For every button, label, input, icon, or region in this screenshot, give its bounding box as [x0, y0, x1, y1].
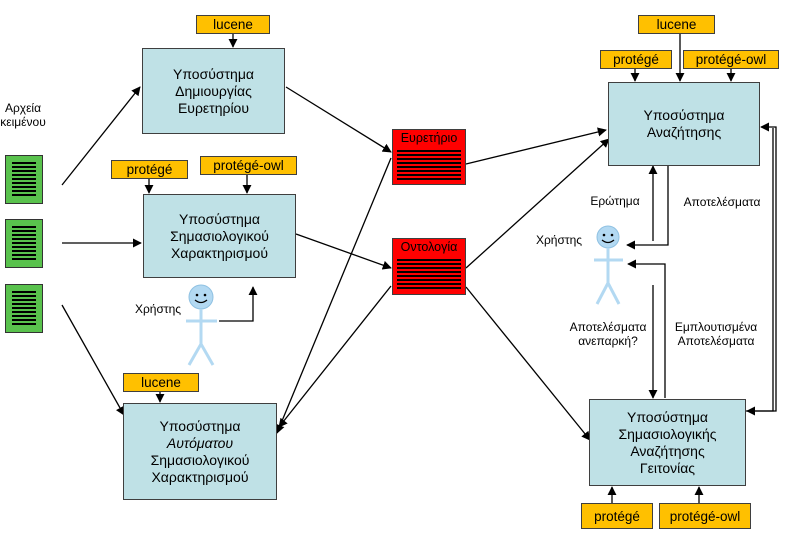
- index-creation-subsystem: Υποσύστημα Δημιουργίας Ευρετηρίου: [142, 48, 285, 134]
- tag-protege-neighborhood: protégé: [581, 503, 653, 529]
- arrow-semantic-to-ontology: [295, 233, 392, 270]
- user-label-right: Χρήστης: [535, 233, 583, 247]
- arrow-index-creation-to-index: [285, 86, 392, 153]
- index-store: Ευρετήριο: [392, 129, 466, 185]
- tag-lucene-search: lucene: [638, 15, 715, 34]
- arrow-results-to-user: [626, 166, 669, 250]
- arrow-neighborhood-to-search: [746, 122, 777, 412]
- tag-lucene-index-creation: lucene: [196, 15, 270, 34]
- ontology-store: Οντολογία: [392, 238, 466, 295]
- text-document-icon: [5, 219, 43, 268]
- query-label: Ερώτημα: [590, 194, 640, 208]
- text-document-icon: [5, 155, 43, 204]
- arrow-index-to-auto-semantic: [275, 157, 392, 434]
- tag-protege-semantic: protégé: [111, 160, 188, 179]
- tag-protegeowl-neighborhood: protégé-owl: [659, 503, 751, 529]
- input-documents-label: Αρχεία κειμένου: [0, 101, 46, 129]
- tag-protege-search: protégé: [600, 50, 672, 69]
- enriched-results-label: Εμπλουτισμένα Αποτελέσματα: [674, 320, 758, 348]
- user-label-left: Χρήστης: [134, 302, 182, 316]
- text-document-icon: [5, 284, 43, 333]
- input-documents-label-line2: κειμένου: [0, 115, 46, 129]
- arrow-search-to-neighborhood: [746, 128, 774, 416]
- arrow-ontology-to-search: [465, 138, 610, 269]
- arrow-index-to-search: [465, 127, 607, 165]
- search-subsystem: Υποσύστημα Αναζήτησης: [608, 82, 760, 166]
- tag-lucene-auto-semantic: lucene: [123, 373, 199, 392]
- user-stick-figure-left: [186, 284, 217, 366]
- ontology-store-label: Οντολογία: [400, 240, 458, 254]
- tag-protegeowl-semantic: protégé-owl: [200, 156, 297, 175]
- arrow-docs-to-index-creation: [61, 86, 141, 186]
- tag-protegeowl-search: protégé-owl: [683, 50, 779, 69]
- arrow-docs-to-auto-semantic: [61, 304, 125, 416]
- index-store-label: Ευρετήριο: [400, 131, 458, 145]
- arrow-ontology-to-auto-semantic: [278, 285, 392, 428]
- insufficient-results-label: Αποτελέσματα ανεπαρκή?: [569, 320, 647, 348]
- arrow-ontology-to-neighborhood: [465, 286, 591, 441]
- results-label: Αποτελέσματα: [683, 195, 761, 209]
- user-stick-figure-right: [594, 225, 623, 305]
- input-documents-label-line1: Αρχεία: [4, 101, 42, 115]
- arrow-user-semantic-loop: [219, 286, 258, 322]
- arrow-enriched-to-user: [627, 259, 666, 398]
- semantic-neighborhood-search-subsystem: Υποσύστημα Σημασιολογικής Αναζήτησης Γει…: [589, 399, 746, 486]
- auto-semantic-characterization-subsystem: Υποσύστημα Αυτόματου Σημασιολογικού Χαρα…: [123, 403, 277, 500]
- semantic-characterization-subsystem: Υποσύστημα Σημασιολογικού Χαρακτηρισμού: [143, 194, 296, 278]
